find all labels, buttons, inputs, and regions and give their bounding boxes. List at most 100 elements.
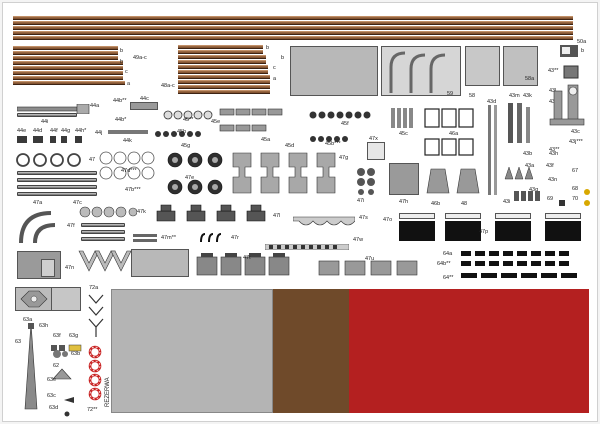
- blocks-47g: [229, 149, 349, 201]
- blocks-47l: [153, 203, 273, 225]
- label-44j: 44j: [95, 130, 103, 136]
- engines-47u: [317, 255, 427, 277]
- label-43e: 43e: [549, 99, 559, 105]
- label-50a: 50a: [577, 39, 587, 45]
- label-68: 68: [572, 186, 579, 192]
- parts-45a: [218, 107, 288, 137]
- part-44f: [50, 136, 56, 143]
- strip-47o-b: [445, 213, 481, 219]
- plank: [178, 45, 263, 49]
- label-43a: 43a: [525, 163, 535, 169]
- bar-47l: [81, 223, 125, 227]
- bars-47m: [133, 231, 157, 243]
- shield-63: [17, 289, 51, 309]
- plank: [13, 81, 125, 85]
- label-58: 58: [469, 93, 476, 99]
- strip-47p-b: [545, 213, 581, 219]
- label-c: c: [125, 69, 128, 75]
- discs-45b2: [308, 131, 368, 142]
- post-43k2: [526, 107, 530, 143]
- plank: [178, 70, 268, 74]
- label-43n: 43n: [548, 177, 558, 183]
- post-43k: [517, 103, 522, 143]
- part-63e: [51, 367, 73, 381]
- part-46a: [423, 107, 475, 129]
- parts-43a: [503, 165, 534, 181]
- strip-47w: [264, 237, 350, 251]
- strip-47o: [399, 213, 435, 219]
- plank: [178, 80, 270, 84]
- label-b: b: [120, 48, 124, 54]
- label-b: b: [120, 59, 124, 65]
- label-46b: 46b: [431, 201, 441, 207]
- label-44b: 44b**: [113, 98, 127, 104]
- label-43-star: 43**: [548, 68, 559, 74]
- post-43d-b: [494, 105, 497, 195]
- bar-47a: [17, 178, 97, 182]
- label-47e: 47e: [185, 175, 195, 181]
- label-45b: 45b***: [325, 141, 341, 147]
- plank: [178, 85, 270, 89]
- plank: [178, 65, 268, 69]
- label-45f: 45f: [341, 121, 349, 127]
- part-44c: [130, 102, 158, 110]
- label-b: b: [266, 45, 270, 51]
- label-67: 67: [572, 168, 579, 174]
- panel-grey-small: [465, 46, 500, 86]
- post-43m: [508, 103, 513, 143]
- label-47p: 47p: [479, 229, 489, 235]
- part-63d: [63, 405, 71, 417]
- parts-63f: [51, 339, 85, 352]
- label-62: 62: [53, 363, 60, 369]
- label-43b: 43b: [523, 151, 533, 157]
- parts-43g: [513, 189, 541, 203]
- label-48a-c: 48a-c: [161, 83, 175, 89]
- label-44e: 44e: [17, 128, 27, 134]
- label-43h: 43h: [549, 151, 559, 157]
- plank: [178, 50, 263, 54]
- plank-long: [13, 26, 573, 30]
- part-46a-b: [423, 137, 475, 157]
- mast-63: [17, 321, 45, 413]
- label-63: 63: [15, 339, 22, 345]
- label-43c: 43c: [571, 129, 580, 135]
- label-45: 45**: [183, 117, 194, 123]
- rings-47e: [167, 151, 227, 199]
- label-43k: 43k: [523, 93, 532, 99]
- label-72a: 72a: [89, 285, 99, 291]
- label-63e: 63e: [47, 377, 57, 383]
- block-47p-b: [545, 221, 581, 241]
- hooks-72a: [87, 293, 105, 337]
- rings-47: [15, 153, 87, 167]
- label-47s: 47s: [359, 215, 368, 221]
- block-47o-b: [445, 221, 481, 241]
- label-44a: 44a: [90, 103, 100, 109]
- part-68: [583, 183, 591, 195]
- plank: [13, 76, 123, 80]
- strip-47p: [495, 213, 531, 219]
- bar-44i: [17, 113, 77, 117]
- chevrons-47t: [77, 249, 133, 273]
- part-70: [583, 194, 591, 206]
- part-44e: [17, 136, 27, 143]
- label-47t: 47t: [243, 255, 251, 261]
- label-47r: 47r: [231, 235, 239, 241]
- part-47x: [367, 142, 385, 160]
- label-72: 72**: [87, 407, 98, 413]
- part-44k: [108, 130, 148, 134]
- life-rings-72: [87, 345, 103, 409]
- label-64a: 64a: [443, 251, 453, 257]
- plank: [13, 66, 123, 70]
- label-47d: 47d***: [121, 168, 137, 174]
- part-44d: [33, 136, 43, 143]
- plank-long: [13, 21, 573, 25]
- cylinders-47h: [355, 167, 385, 195]
- label-59: 59: [447, 91, 454, 97]
- label-44k: 44k: [123, 138, 132, 144]
- label-c: c: [273, 65, 276, 71]
- post-43d: [488, 105, 491, 195]
- label-45h: 45h: [177, 129, 187, 135]
- panel-grey: [290, 46, 378, 96]
- label-47k: 47k: [137, 209, 146, 215]
